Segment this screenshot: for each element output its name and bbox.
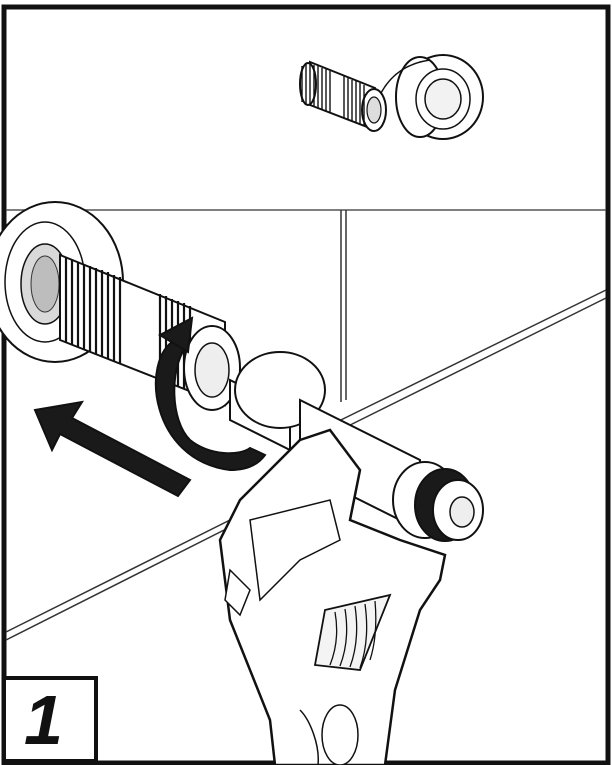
step-number-box	[2, 676, 98, 763]
parts-preview-icon	[299, 54, 484, 140]
push-arrow-left-icon	[33, 400, 192, 498]
worm-gear-icon	[313, 593, 392, 671]
adjustable-wrench-icon	[218, 428, 447, 765]
wall-tiles	[5, 210, 607, 641]
flange-washer-icon	[379, 54, 484, 140]
threaded-nipple-icon	[299, 60, 387, 132]
rotate-arrow-icon	[154, 316, 267, 472]
step-number: 1	[24, 681, 63, 759]
